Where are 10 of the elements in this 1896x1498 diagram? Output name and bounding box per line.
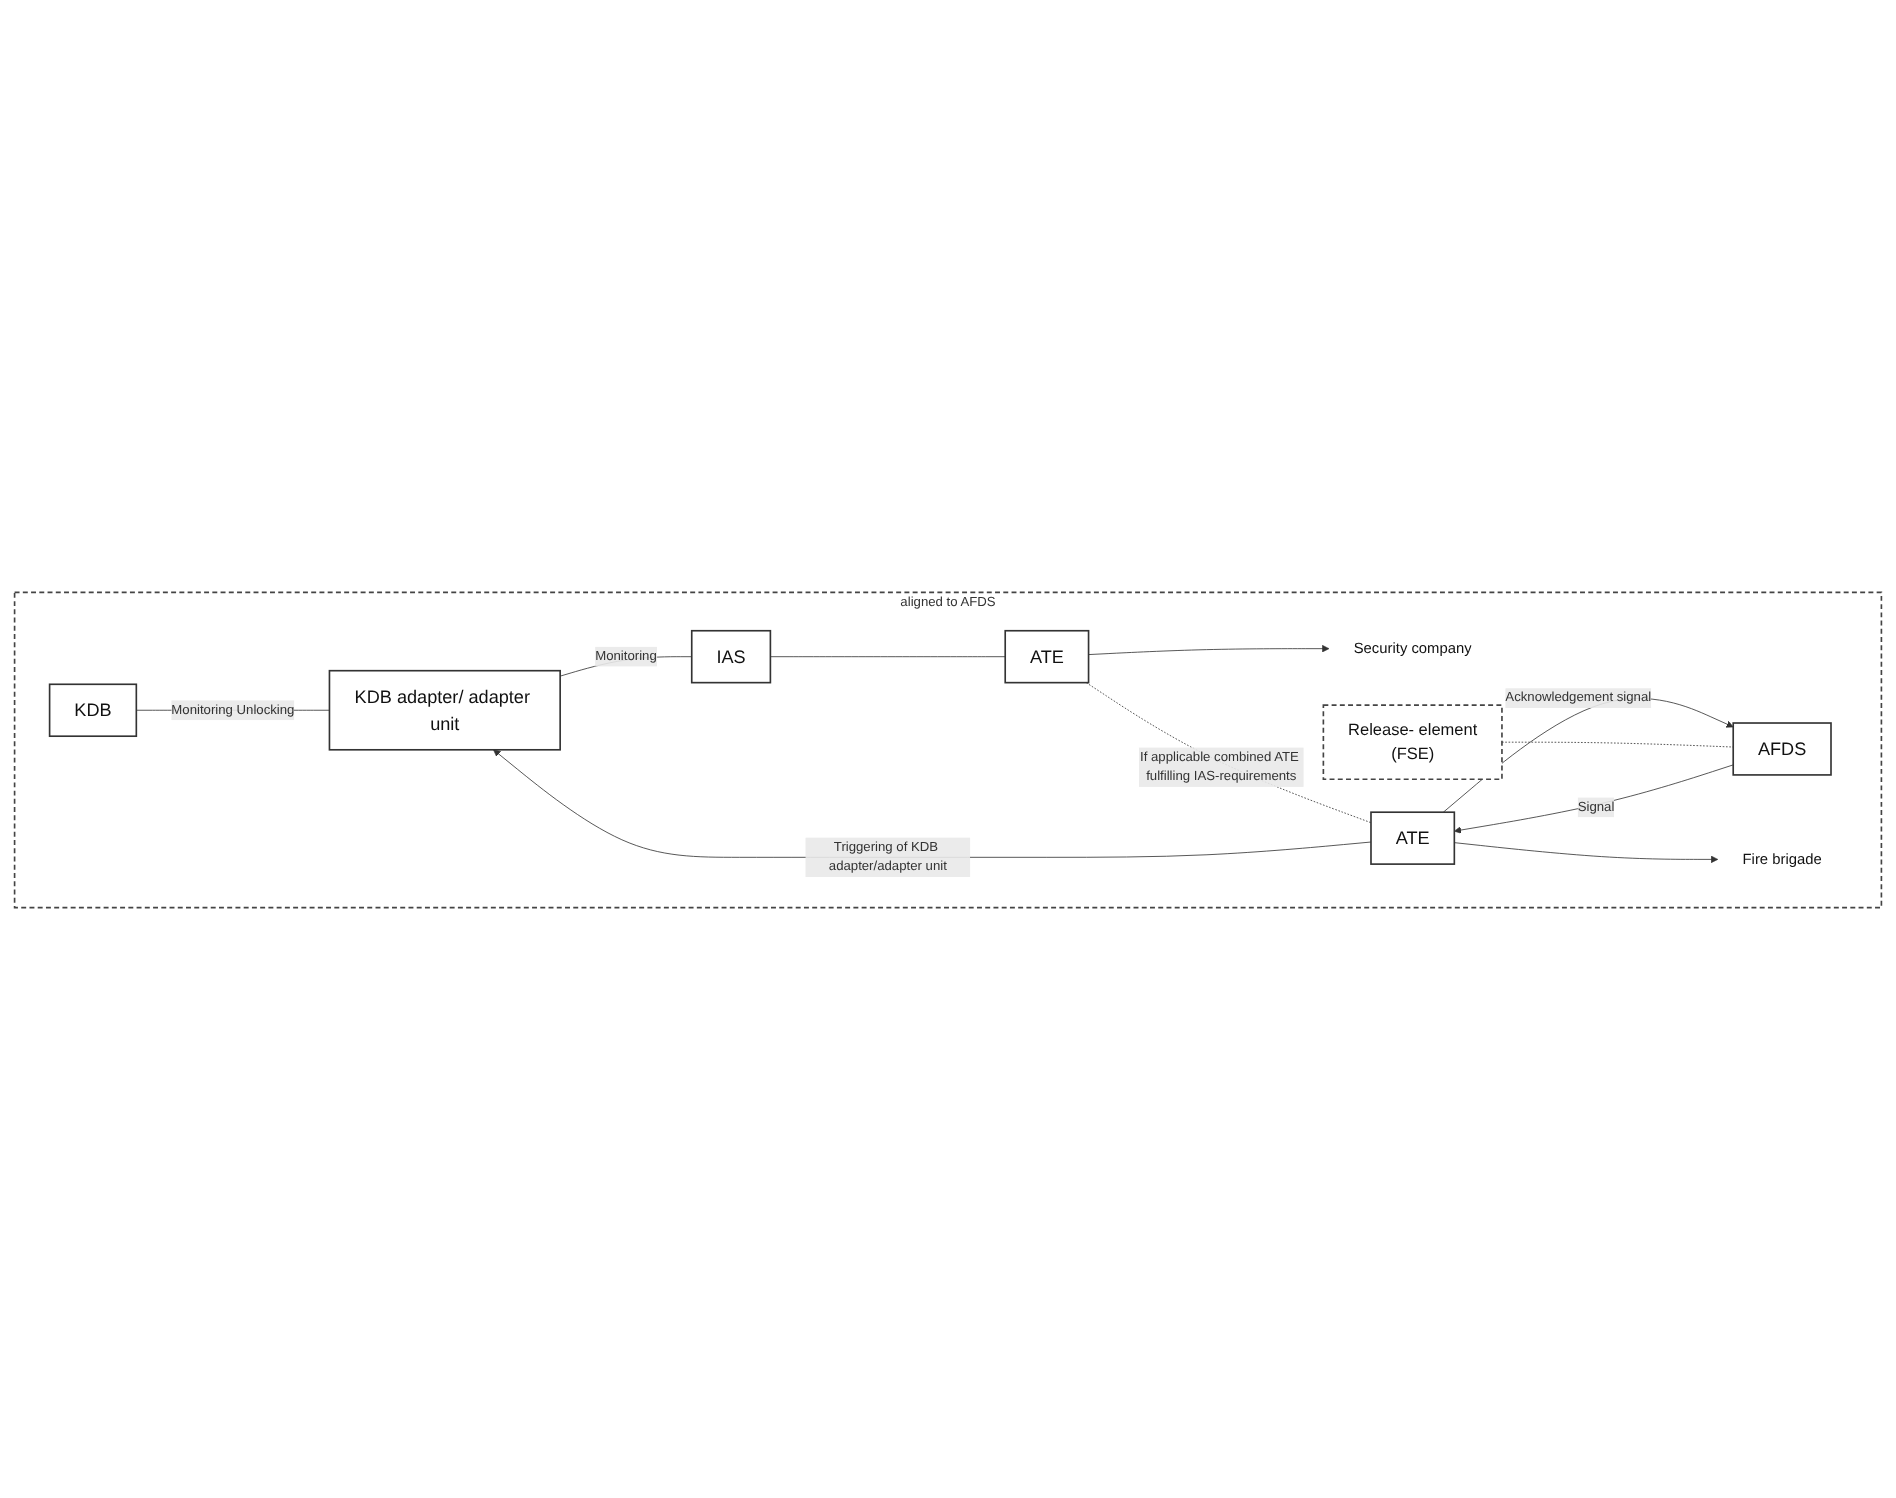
node-box: KDB adapter/ adapter unit: [328, 668, 561, 750]
connector: [770, 655, 1006, 657]
connector: [1085, 681, 1372, 823]
connector: [1501, 740, 1734, 747]
node-box: ATE: [1004, 628, 1090, 683]
node-box: KDB: [48, 682, 138, 737]
node-box: Release- element (FSE): [1322, 703, 1503, 780]
node-box: IAS: [690, 628, 772, 683]
node-box: ATE: [1370, 810, 1456, 864]
node-box: AFDS: [1732, 721, 1832, 775]
